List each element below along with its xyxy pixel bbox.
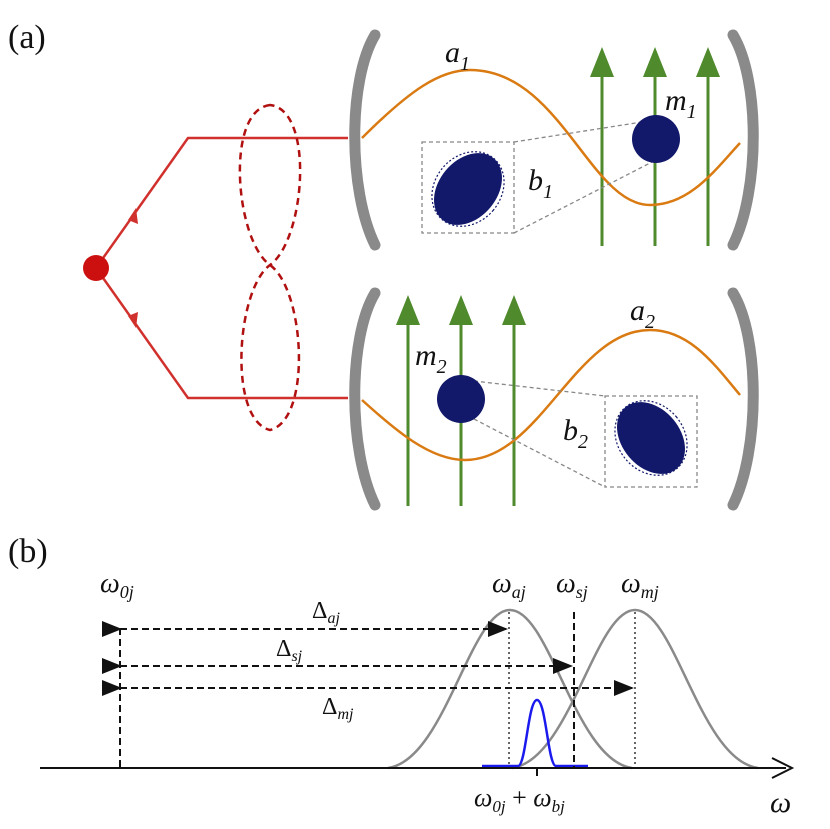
label-delta-aj: Δaj bbox=[312, 598, 340, 627]
arrow-up-icon bbox=[128, 208, 138, 224]
pump-paths bbox=[83, 136, 348, 400]
arrow-down-icon bbox=[128, 312, 138, 328]
mirror-left-2 bbox=[349, 287, 381, 511]
axis-label-omega: ω bbox=[770, 786, 791, 819]
label-delta-sj: Δsj bbox=[276, 636, 303, 665]
label-waj: ωaj bbox=[492, 568, 526, 602]
cavity-mode-1 bbox=[361, 68, 741, 207]
label-wsj: ωsj bbox=[556, 568, 588, 602]
mirror-right-2 bbox=[727, 287, 759, 511]
cavity-mode-2 bbox=[361, 328, 741, 462]
panel-b-label: (b) bbox=[8, 533, 48, 570]
cavity-2 bbox=[349, 287, 759, 511]
label-sum-freq: ω0j + ωbj bbox=[474, 783, 565, 816]
phonon-label-b2: b2 bbox=[563, 414, 588, 453]
pump-source-dot bbox=[83, 255, 109, 281]
label-delta-mj: Δmj bbox=[322, 694, 354, 723]
phonon-peak bbox=[482, 698, 588, 768]
phonon-inset-1 bbox=[421, 141, 515, 234]
cavity-1 bbox=[349, 29, 759, 251]
panel-a-label: (a) bbox=[8, 19, 46, 56]
entanglement-loop bbox=[238, 103, 302, 432]
label-wmj: ωmj bbox=[621, 568, 659, 602]
phonon-label-b1: b1 bbox=[528, 164, 553, 203]
deformed-sphere-1 bbox=[434, 153, 502, 225]
axis-arrow-icon bbox=[771, 757, 795, 779]
gaussian-magnon bbox=[511, 608, 759, 770]
detuning-arrows bbox=[102, 621, 634, 696]
gaussian-cavity bbox=[387, 608, 633, 770]
label-w0j: ω0j bbox=[100, 568, 134, 602]
deformed-sphere-2 bbox=[617, 402, 685, 474]
magnon-label-m2: m2 bbox=[415, 339, 447, 378]
mirror-left-1 bbox=[349, 29, 381, 251]
mode-label-a1: a1 bbox=[445, 36, 470, 75]
yig-sphere-2 bbox=[437, 375, 485, 423]
phonon-inset-2 bbox=[604, 395, 698, 488]
yig-sphere-1 bbox=[632, 115, 680, 163]
mode-label-a2: a2 bbox=[630, 294, 655, 333]
magnon-label-m1: m1 bbox=[665, 84, 697, 123]
mirror-right-1 bbox=[727, 29, 759, 251]
